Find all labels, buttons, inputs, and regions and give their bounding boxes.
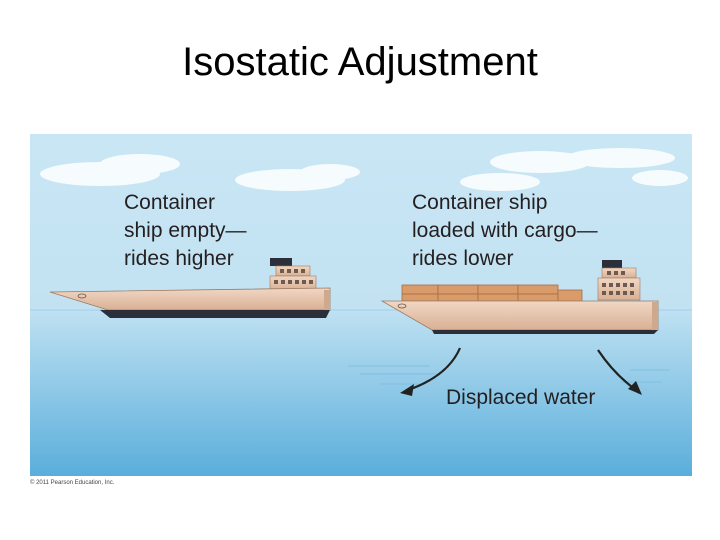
slide-title: Isostatic Adjustment <box>182 40 538 84</box>
cargo-containers <box>401 284 583 302</box>
loaded-ship-label-line: Container ship <box>412 191 548 214</box>
empty-ship-label: Container ship empty— rides higher <box>124 189 247 273</box>
loaded-ship <box>380 260 659 334</box>
isostasy-diagram: Container ship empty— rides higher Conta… <box>30 134 692 476</box>
empty-ship-label-line: rides higher <box>124 247 234 270</box>
water <box>30 310 692 476</box>
empty-ship-label-line: ship empty— <box>124 219 247 242</box>
diagram-illustration <box>30 134 692 476</box>
displaced-water-label: Displaced water <box>446 386 596 409</box>
cloud-left <box>40 154 360 191</box>
loaded-ship-label-line: rides lower <box>412 247 514 270</box>
loaded-ship-label-line: loaded with cargo— <box>412 219 598 242</box>
empty-ship-label-line: Container <box>124 191 216 214</box>
cloud-right <box>460 148 688 191</box>
empty-ship <box>49 258 331 318</box>
displaced-water-arrows <box>400 347 642 396</box>
copyright-notice: © 2011 Pearson Education, Inc. <box>30 480 115 486</box>
loaded-ship-label: Container ship loaded with cargo— rides … <box>412 189 598 273</box>
